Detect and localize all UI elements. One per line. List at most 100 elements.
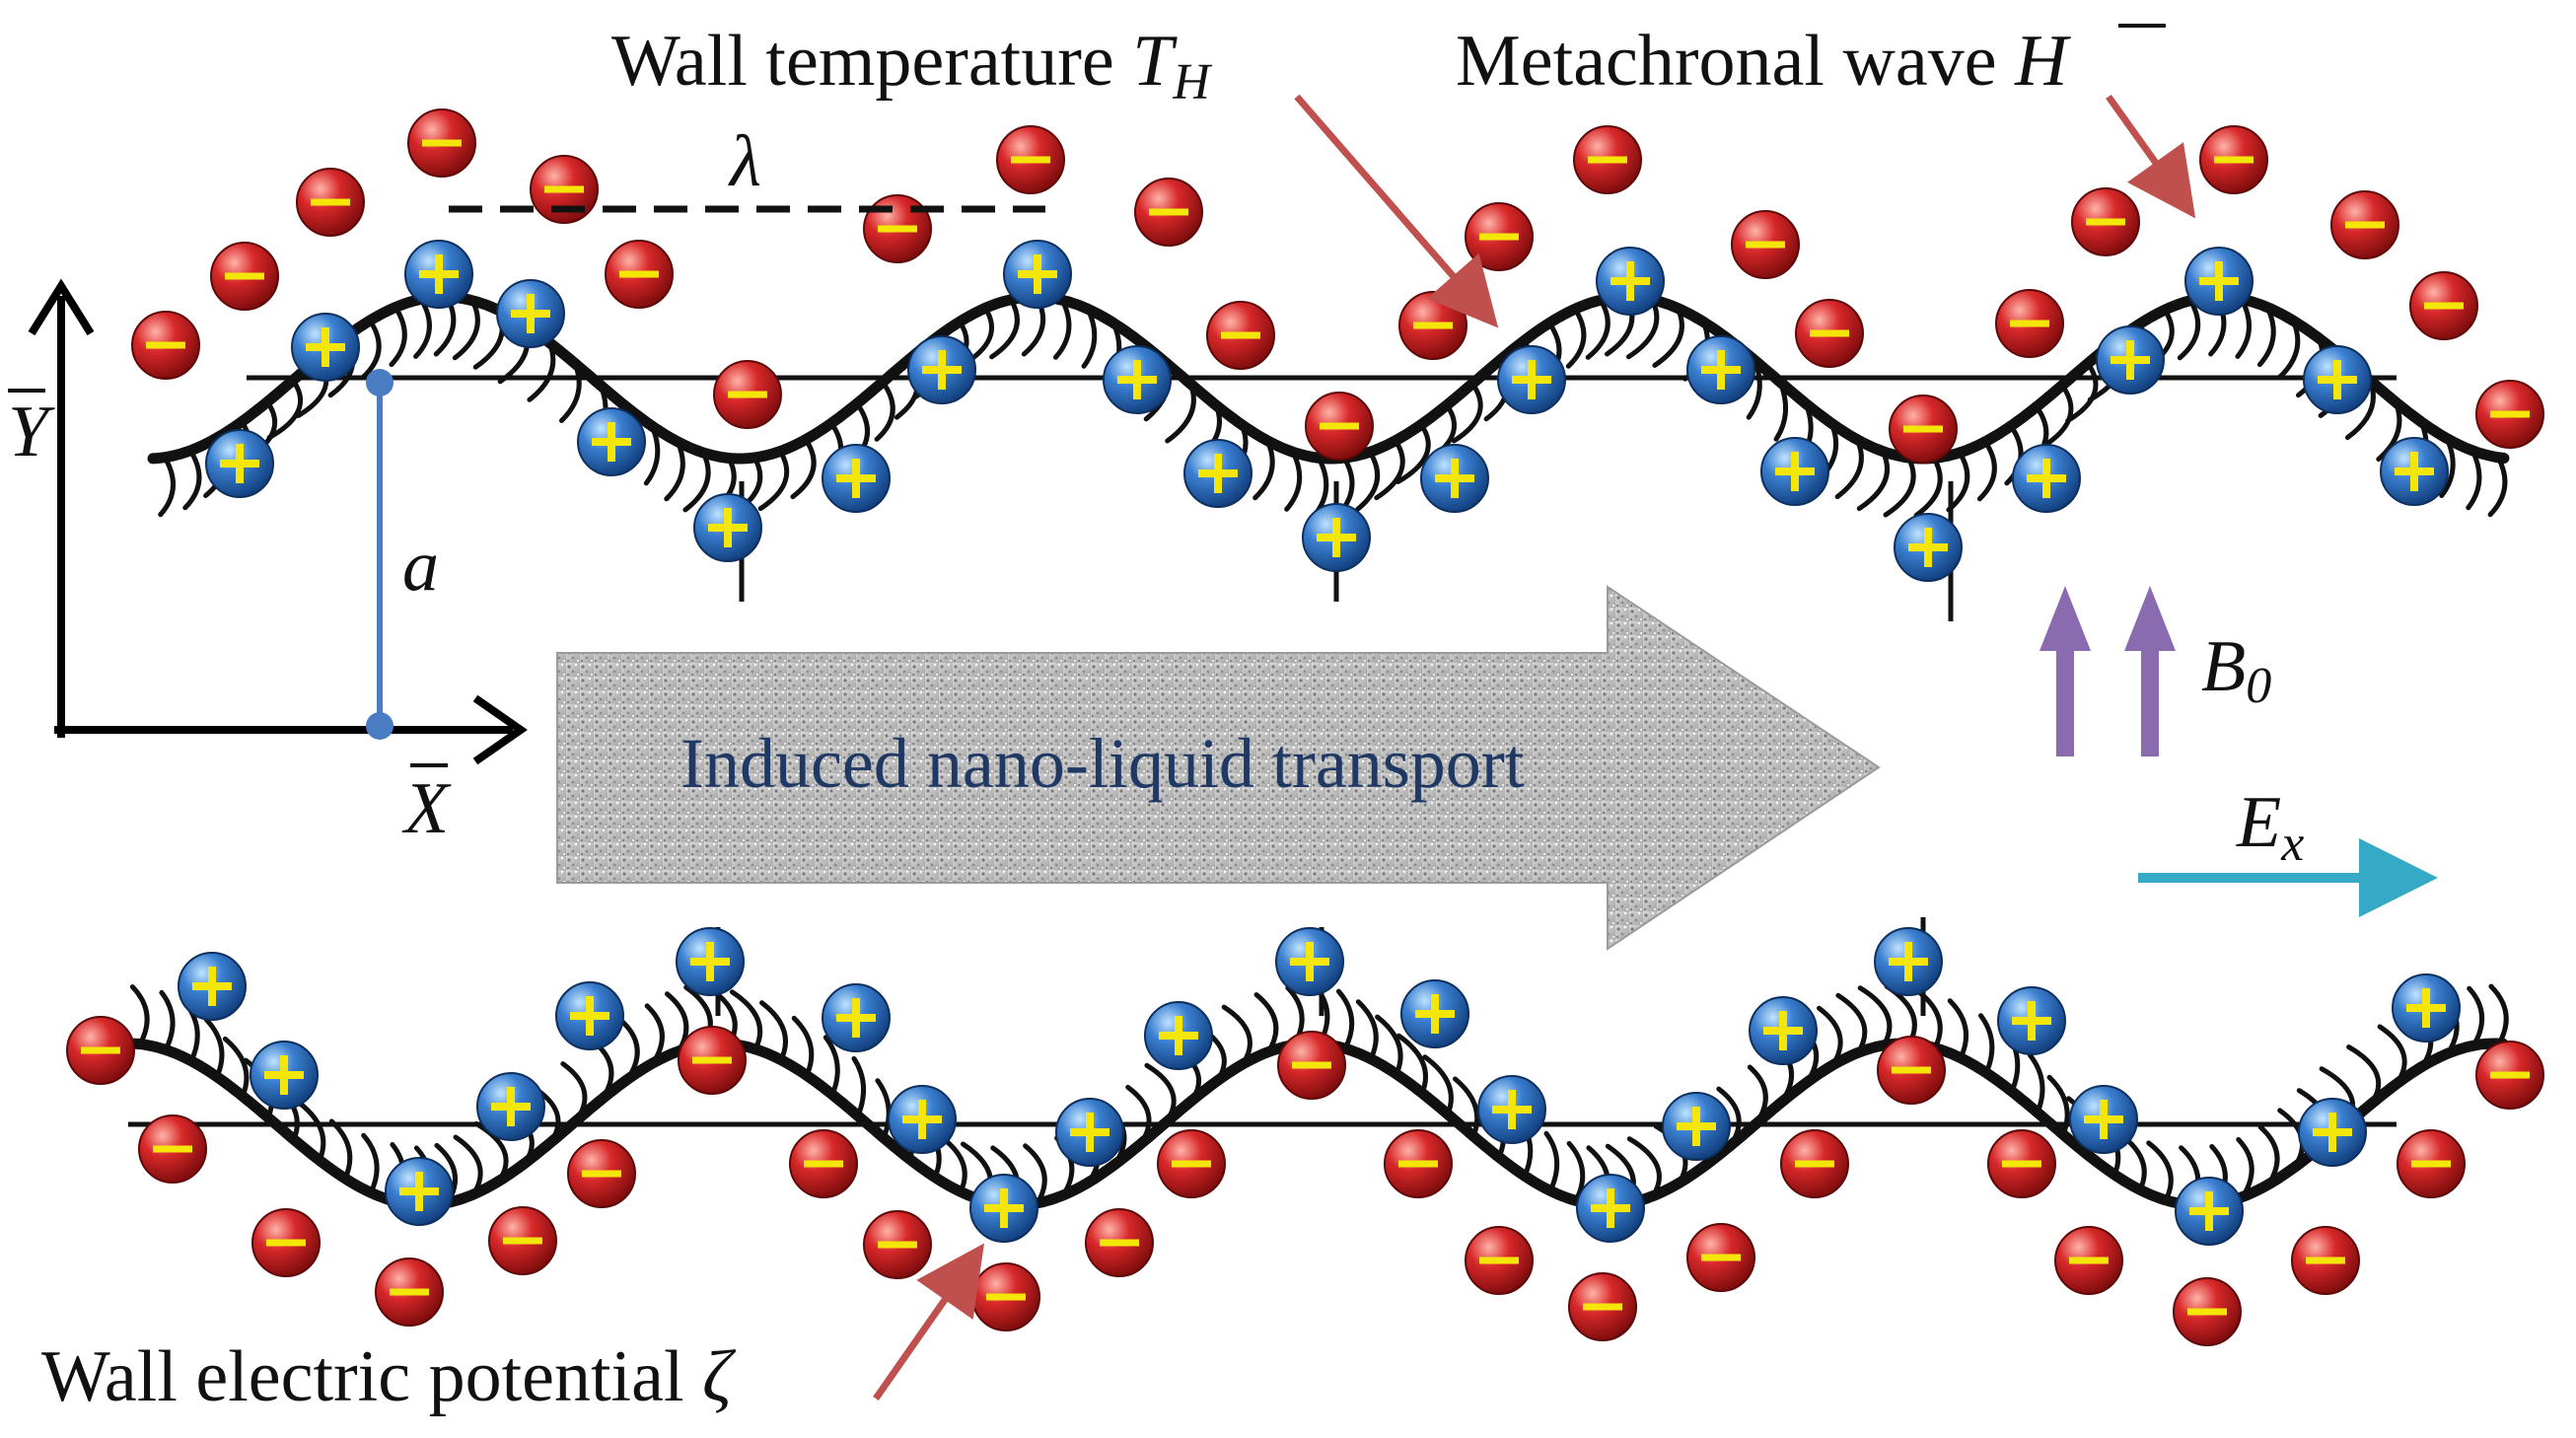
cilium xyxy=(791,1015,815,1078)
negative-ion: − xyxy=(2173,1277,2242,1346)
cilium xyxy=(1284,449,1303,512)
negative-ion: − xyxy=(996,125,1065,194)
wall-temperature-label: Wall temperature TH xyxy=(611,21,1212,110)
cilium xyxy=(2488,983,2509,1046)
negative-ion: − xyxy=(863,194,932,263)
wall-potential-annotation: Wall electric potential ζ xyxy=(41,1243,985,1417)
positive-ion: + xyxy=(1183,439,1252,508)
magnetic-field-annotation: B0 xyxy=(2039,586,2271,756)
negative-ion: − xyxy=(713,360,782,429)
electric-field-label: Ex xyxy=(2236,782,2304,872)
negative-ion: − xyxy=(1085,1208,1154,1277)
positive-ion: + xyxy=(1420,444,1489,513)
cilium xyxy=(527,339,556,402)
negative-ion: − xyxy=(375,1258,444,1327)
cilium xyxy=(1834,437,1864,500)
amplitude-dot-bottom xyxy=(366,712,394,740)
negative-ion: − xyxy=(296,168,365,237)
cilium xyxy=(1585,297,1610,360)
cilium xyxy=(2466,448,2482,511)
negative-ion: − xyxy=(2199,125,2268,194)
positive-ion: + xyxy=(496,279,565,348)
positive-ion: + xyxy=(577,407,646,476)
cilium xyxy=(2276,318,2301,381)
wavelength-marker: λ xyxy=(449,121,1045,213)
negative-ion: − xyxy=(1795,299,1864,368)
positive-ion: + xyxy=(385,1157,454,1226)
negative-ion: − xyxy=(407,108,476,178)
positive-ion: + xyxy=(1596,247,1665,316)
transport-label: Induced nano-liquid transport xyxy=(680,724,1525,803)
cilium xyxy=(1422,1054,1454,1117)
y-axis-label: Y xyxy=(8,392,55,472)
cilium xyxy=(1451,381,1483,444)
amplitude-dot-top xyxy=(366,369,394,396)
cilium xyxy=(1978,1013,1995,1076)
positive-ion: + xyxy=(1576,1174,1645,1243)
cilium xyxy=(2146,1140,2174,1203)
negative-ion: − xyxy=(1134,178,1203,247)
negative-ion: − xyxy=(678,1026,747,1095)
negative-ion: − xyxy=(488,1206,557,1275)
wall-temperature-symbol: T xyxy=(1132,21,1178,102)
metachronal-wave-text: Metachronal wave xyxy=(1456,21,2015,102)
magnetic-field-subscript: 0 xyxy=(2246,658,2271,714)
negative-ion: − xyxy=(1987,1129,2056,1198)
positive-ion: + xyxy=(969,1174,1038,1243)
negative-ion: − xyxy=(251,1208,321,1277)
negative-ion: − xyxy=(1277,1031,1346,1100)
negative-ion: − xyxy=(863,1210,932,1279)
metachronal-wave-label: Metachronal wave H xyxy=(1456,21,2071,102)
cilium xyxy=(1355,449,1381,512)
negative-ion: − xyxy=(1206,301,1275,370)
magnetic-field-label: B0 xyxy=(2201,626,2271,714)
ions-layer: −−−−−−−−−−−−−−−−−−−−−−−−−−−−−−−−−−−−−−−−… xyxy=(66,108,2544,1346)
positive-ion: + xyxy=(1497,345,1566,414)
wall-potential-pointer xyxy=(873,1243,985,1402)
cilium xyxy=(682,450,711,513)
negative-ion: − xyxy=(2330,190,2399,259)
transport-arrow-shape xyxy=(556,585,1881,951)
cilium xyxy=(452,298,480,361)
cilium xyxy=(1947,998,1969,1061)
positive-ion: + xyxy=(555,981,624,1050)
negative-ion: − xyxy=(789,1129,858,1198)
negative-ion: − xyxy=(1465,1226,1534,1295)
cilium xyxy=(389,305,407,368)
x-axis-label: X xyxy=(401,768,452,849)
negative-ion: − xyxy=(1384,1129,1453,1198)
negative-ion: − xyxy=(2397,1129,2466,1198)
positive-ion: + xyxy=(2392,973,2461,1043)
positive-ion: + xyxy=(2380,437,2449,506)
cilium xyxy=(1453,1076,1480,1139)
wall-potential-text: Wall electric potential xyxy=(41,1336,702,1417)
positive-ion: + xyxy=(178,952,247,1021)
cilium xyxy=(2028,1052,2045,1115)
cilium xyxy=(297,1101,326,1163)
metachronal-wave-symbol: H xyxy=(2014,21,2071,102)
cilium xyxy=(823,1035,840,1098)
negative-ion: − xyxy=(1305,392,1374,461)
transport-arrow: Induced nano-liquid transport xyxy=(556,585,1881,951)
cilium xyxy=(1355,999,1379,1062)
negative-ion: − xyxy=(1877,1036,1946,1105)
cilium xyxy=(1913,456,1943,518)
positive-ion: + xyxy=(2096,325,2165,395)
cilium xyxy=(1375,1014,1403,1077)
positive-ion: + xyxy=(2012,444,2081,513)
positive-ion: + xyxy=(1997,986,2066,1055)
coordinate-axes: Y X xyxy=(8,278,529,849)
positive-ion: + xyxy=(1103,345,1172,414)
electric-field-subscript: x xyxy=(2280,816,2304,872)
wall-potential-symbol: ζ xyxy=(702,1336,737,1417)
wall-temperature-annotation: Wall temperature TH xyxy=(611,21,1499,328)
cilium xyxy=(159,989,176,1052)
positive-ion: + xyxy=(476,1072,545,1141)
positive-ion: + xyxy=(2069,1085,2138,1154)
positive-ion: + xyxy=(291,313,360,382)
cilium xyxy=(757,449,790,512)
metachronal-wave-pointer xyxy=(2106,94,2196,219)
negative-ion: − xyxy=(1573,125,1642,194)
positive-ion: + xyxy=(1749,996,1818,1065)
